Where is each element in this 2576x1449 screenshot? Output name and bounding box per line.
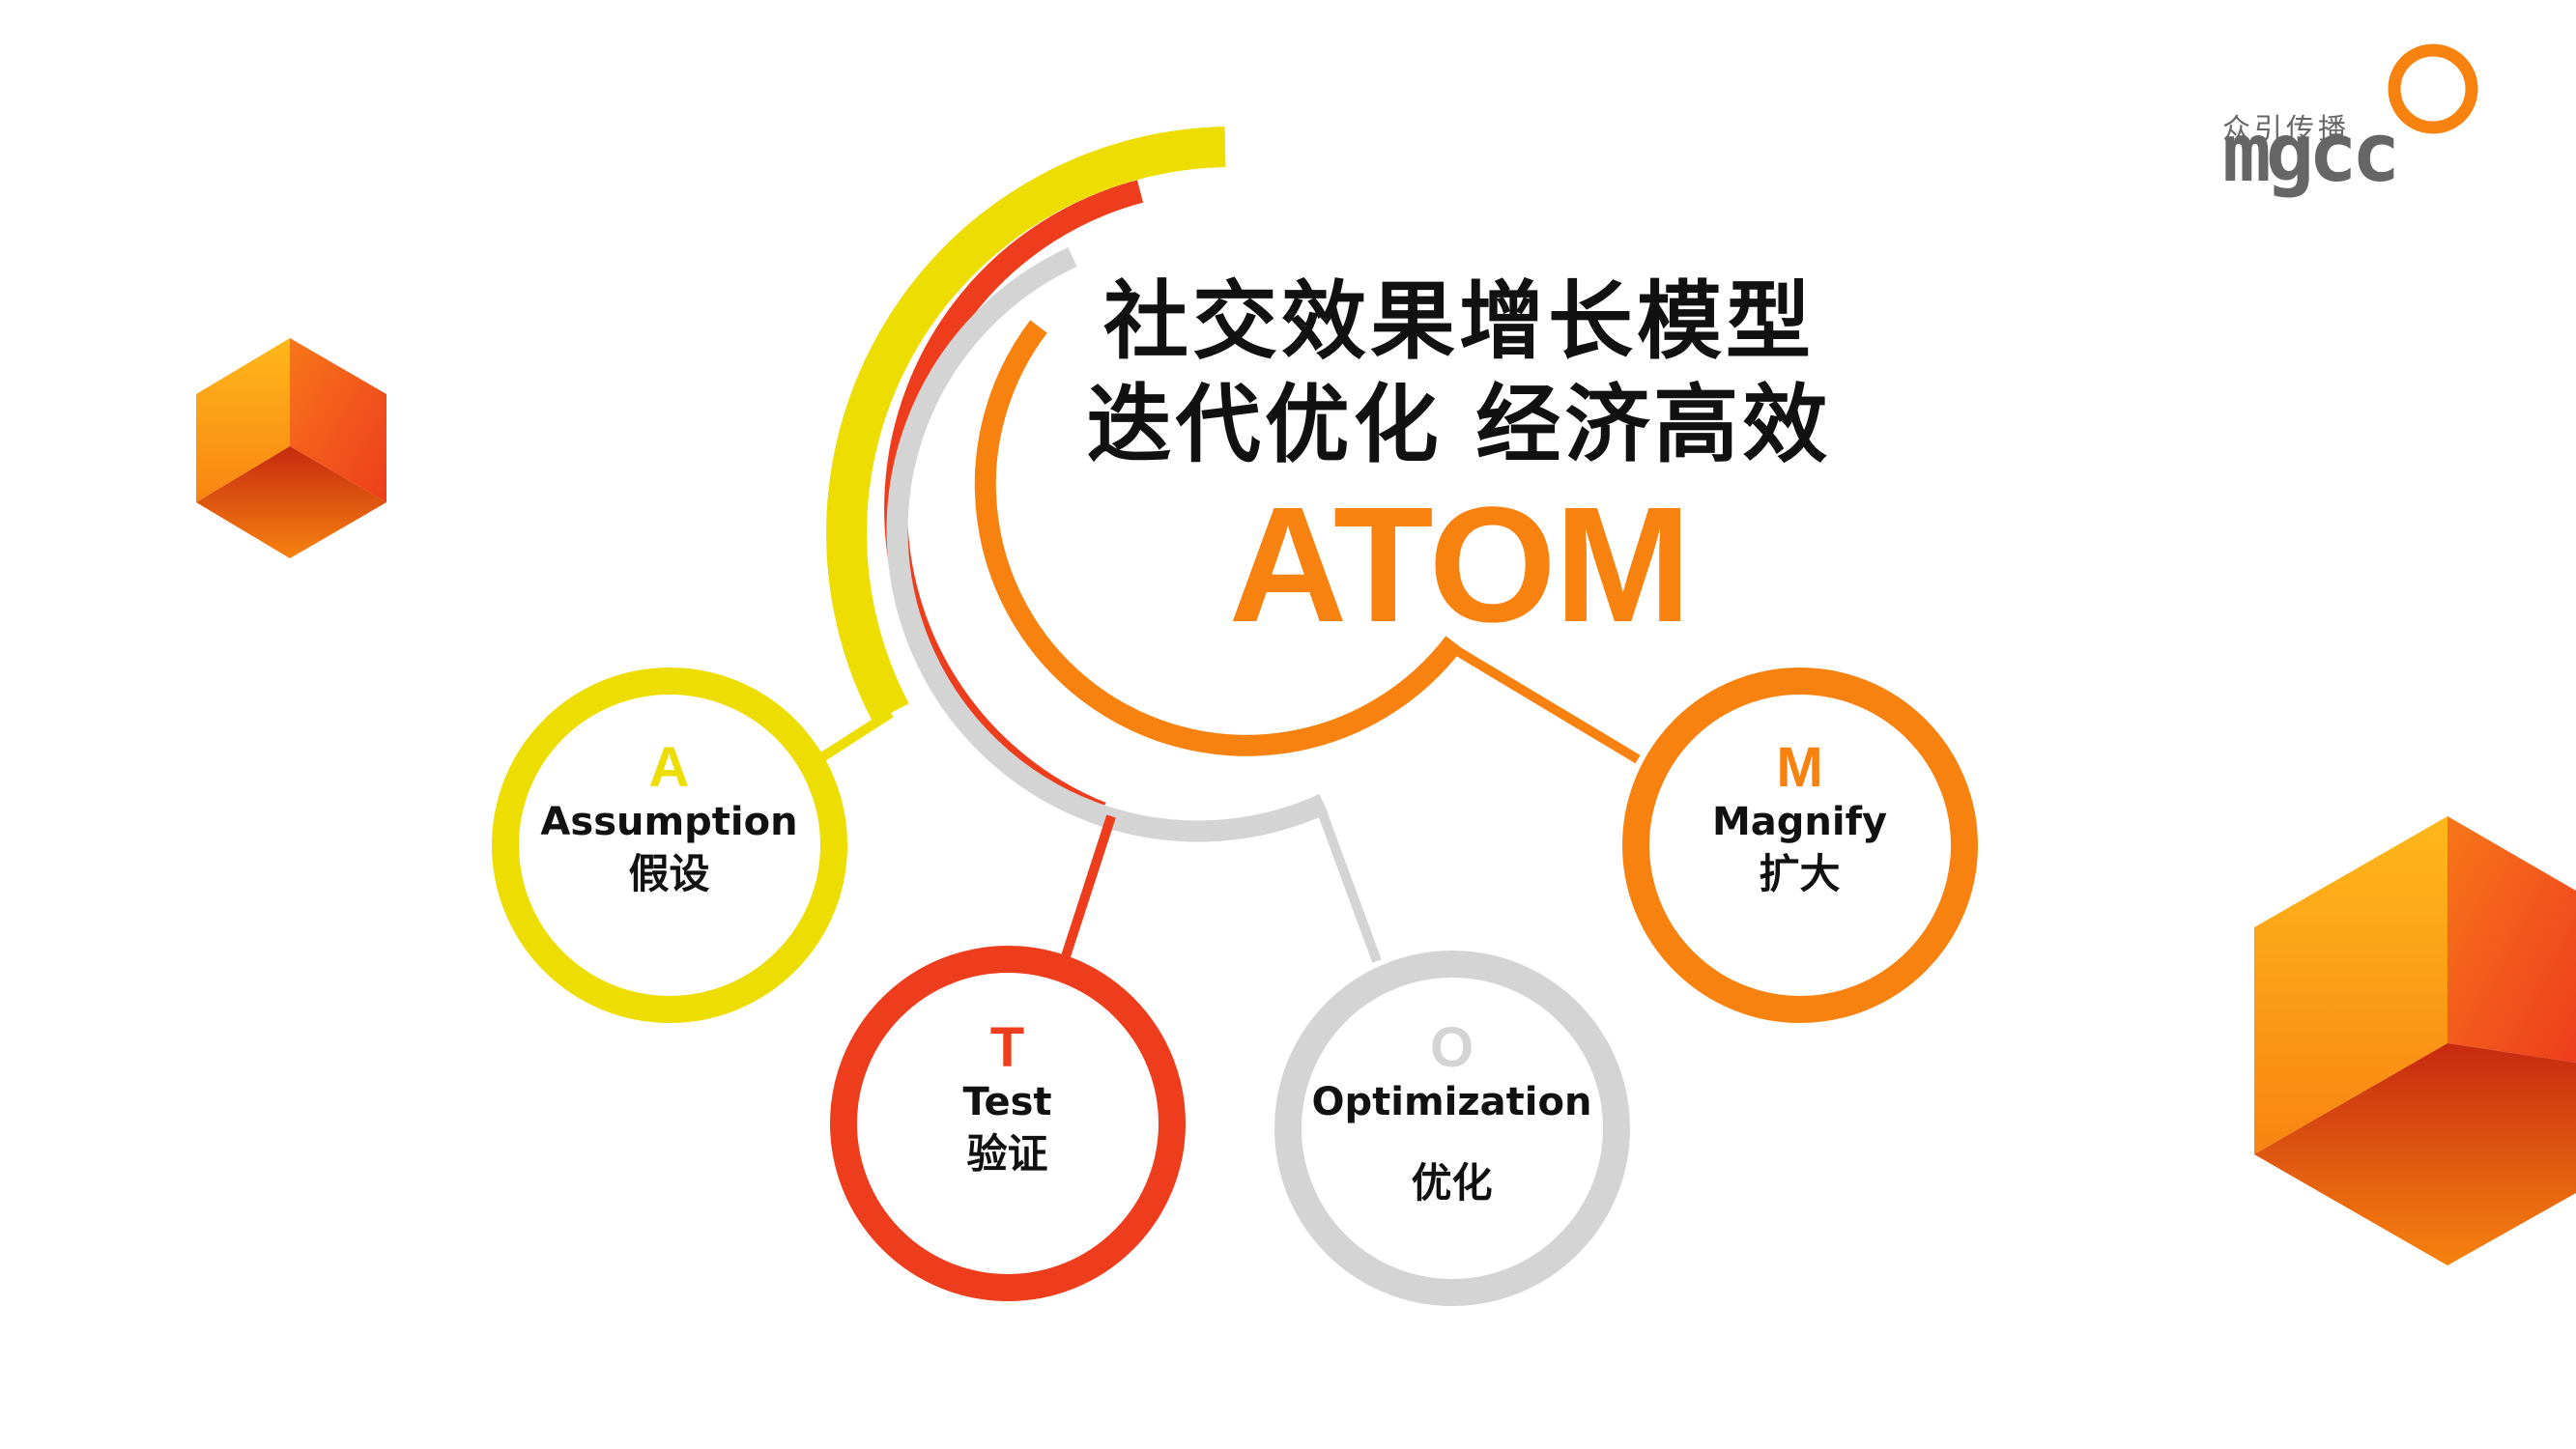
node-letter: A xyxy=(648,736,690,799)
mgcc-logo: mgcc xyxy=(2222,43,2478,200)
ring-optimization xyxy=(1274,951,1630,1306)
logo-wordmark: mgcc xyxy=(2222,105,2394,200)
node-english-label: Optimization xyxy=(1311,1080,1592,1124)
node-assumption: A Assumption 假设 xyxy=(502,739,836,901)
connector-o xyxy=(1314,802,1382,963)
arc-gray xyxy=(886,247,1329,842)
left-cube-decoration xyxy=(196,338,386,558)
node-optimization: O Optimization 优化 xyxy=(1280,1019,1623,1210)
node-english-label: Assumption xyxy=(540,800,798,844)
ring-magnify xyxy=(1622,668,1978,1023)
node-magnify: M Magnify 扩大 xyxy=(1638,739,1961,901)
node-letter: O xyxy=(1429,1016,1474,1079)
arc-orange xyxy=(974,320,1463,756)
right-cube-decoration xyxy=(2254,816,2576,1265)
node-english-label: Test xyxy=(962,1080,1052,1124)
node-chinese-label: 扩大 xyxy=(1759,850,1841,897)
node-english-label: Magnify xyxy=(1711,800,1888,844)
logo-ring-icon xyxy=(2388,43,2478,134)
node-chinese-label: 优化 xyxy=(1411,1159,1493,1207)
node-letter: T xyxy=(989,1016,1025,1079)
ring-assumption xyxy=(492,668,847,1023)
ring-test xyxy=(830,946,1186,1301)
title-line-2: 迭代优化 经济高效 xyxy=(1086,375,1832,474)
node-letter: M xyxy=(1776,736,1823,799)
connector-m xyxy=(1456,647,1641,764)
connector-a xyxy=(815,708,894,765)
node-chinese-label: 假设 xyxy=(628,850,710,897)
model-name: ATOM xyxy=(1228,473,1692,657)
title-line-1: 社交效果增长模型 xyxy=(1102,271,1815,371)
logo-chinese-name: 众引传播 xyxy=(2222,112,2351,145)
node-chinese-label: 验证 xyxy=(966,1130,1048,1178)
arc-yellow xyxy=(826,127,1226,723)
connector-t xyxy=(1061,814,1116,958)
node-test: T Test 验证 xyxy=(850,1019,1164,1181)
